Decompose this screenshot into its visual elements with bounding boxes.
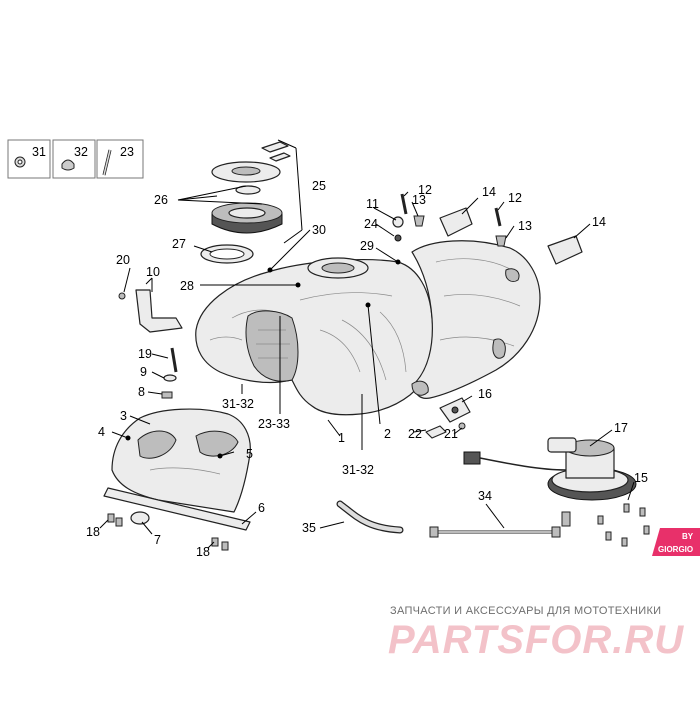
callout-30: 30 (312, 223, 326, 237)
fuel-line (429, 526, 561, 538)
callout-17: 17 (614, 421, 628, 435)
callout-8: 8 (138, 385, 145, 399)
breather-hose (336, 500, 404, 534)
inset-box-31 (7, 139, 51, 179)
callout-25: 25 (312, 179, 326, 193)
callout-14a: 14 (482, 185, 496, 199)
callout-20: 20 (116, 253, 130, 267)
front-cover (111, 408, 251, 513)
trim-strip (103, 487, 251, 531)
callout-7: 7 (154, 533, 161, 547)
callout-24: 24 (364, 217, 378, 231)
callout-13b: 13 (518, 219, 532, 233)
callout-3: 3 (120, 409, 127, 423)
callout-22: 22 (408, 427, 422, 441)
badge-bottom-text: GIORGIO (658, 545, 693, 554)
hardware (107, 193, 650, 551)
callout-4: 4 (98, 425, 105, 439)
callout-21: 21 (444, 427, 458, 441)
filler-cap-assembly (200, 139, 303, 264)
callout-12a: 12 (418, 183, 432, 197)
callout-11: 11 (366, 197, 379, 211)
callout-1: 1 (338, 431, 345, 445)
callout-15: 15 (634, 471, 648, 485)
badge-top-text: BY (682, 532, 694, 541)
callout-29: 29 (360, 239, 374, 253)
callout-5: 5 (246, 447, 253, 461)
fuel-tank (195, 240, 541, 416)
callout-9: 9 (140, 365, 147, 379)
callout-16: 16 (478, 387, 492, 401)
callout-6: 6 (258, 501, 265, 515)
callout-23: 23 (120, 145, 134, 159)
callout-23-33: 23-33 (258, 417, 290, 431)
callout-12b: 12 (508, 191, 522, 205)
callout-31: 31 (32, 145, 46, 159)
footer-tagline: ЗАПЧАСТИ И АКСЕССУАРЫ ДЛЯ МОТОТЕХНИКИ (390, 605, 662, 617)
leader-lines (99, 185, 635, 549)
callout-10: 10 (146, 265, 160, 279)
callout-32: 32 (74, 145, 88, 159)
callout-31-32b: 31-32 (342, 463, 374, 477)
fuel-pump (463, 437, 637, 527)
callout-27: 27 (172, 237, 186, 251)
callout-18b: 18 (196, 545, 210, 559)
giorgio-badge: BY GIORGIO (652, 526, 700, 556)
callout-35: 35 (302, 521, 316, 535)
callout-labels: 31 32 23 25 26 27 28 30 29 11 12 13 14 2… (32, 145, 648, 559)
partsfor-logo: PARTSFOR.RU (388, 618, 685, 662)
callout-34: 34 (478, 489, 492, 503)
callout-2: 2 (384, 427, 391, 441)
callout-18a: 18 (86, 525, 100, 539)
inset-box-23 (96, 139, 144, 179)
inset-box-32 (52, 139, 96, 179)
callout-31-32a: 31-32 (222, 397, 254, 411)
callout-13a: 13 (412, 193, 426, 207)
callout-19: 19 (138, 347, 152, 361)
callout-28: 28 (180, 279, 194, 293)
callout-14b: 14 (592, 215, 606, 229)
callout-26: 26 (154, 193, 168, 207)
